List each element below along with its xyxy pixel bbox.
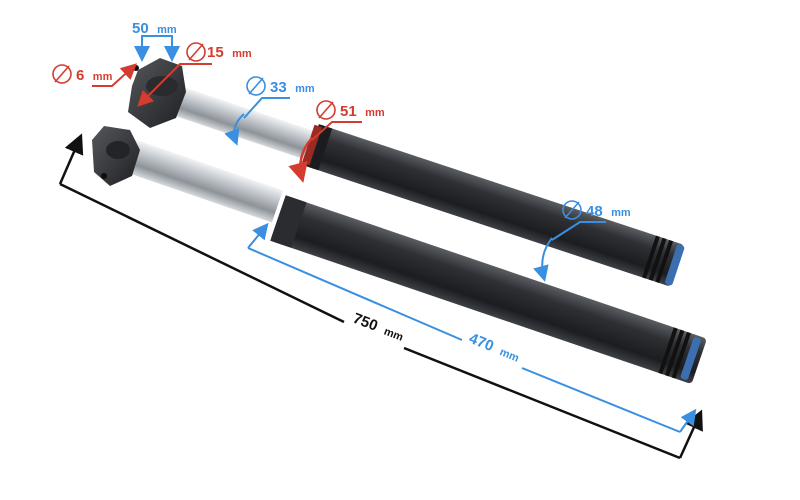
dim-stanchion-unit: mm [295, 83, 315, 95]
svg-text:33 mm: 33 mm [270, 79, 315, 96]
svg-text:470 mm: 470 mm [467, 330, 523, 366]
diameter-icon [562, 200, 582, 220]
svg-text:50 mm: 50 mm [132, 20, 177, 37]
end-cap-front [680, 337, 701, 380]
dim-clamp-hole-unit: mm [232, 48, 252, 60]
lower-leg-back [306, 125, 684, 286]
diameter-icon [246, 76, 266, 96]
dim-seal-ring-unit: mm [365, 107, 385, 119]
dim-total-length-unit: mm [382, 326, 405, 344]
dim-bolt-hole-value: 6 [76, 67, 84, 84]
svg-text:51 mm: 51 mm [340, 103, 385, 120]
diameter-icon [316, 100, 336, 120]
svg-text:750 mm: 750 mm [351, 310, 407, 345]
dim-clamp-hole-value: 15 [207, 44, 224, 61]
dim-seal-ring: 51 mm [288, 100, 385, 183]
svg-text:15 mm: 15 mm [207, 44, 252, 61]
fork-leg-back [128, 58, 685, 286]
dim-clamp-hole: 15 mm [137, 42, 252, 107]
dim-lower-leg-unit: mm [611, 207, 631, 219]
dim-slider-length: 470 mm [247, 222, 697, 433]
dim-total-length-value: 750 [351, 310, 380, 335]
dim-lower-leg: 48 mm [533, 200, 631, 282]
dim-bolt-hole: 6 mm [52, 63, 137, 87]
dim-slider-length-unit: mm [498, 346, 521, 365]
stanchion-tube-front [122, 138, 283, 223]
dim-clamp-width-value: 50 [132, 20, 149, 37]
lower-leg-front [271, 196, 706, 384]
dim-stanchion: 33 mm [224, 76, 315, 146]
dim-stanchion-value: 33 [270, 79, 287, 96]
dim-clamp-width: 50 mm [132, 20, 180, 62]
diameter-icon [186, 42, 206, 62]
svg-text:6 mm: 6 mm [76, 67, 113, 84]
dim-slider-length-value: 470 [467, 330, 497, 355]
diameter-icon [52, 64, 72, 84]
dim-clamp-width-unit: mm [157, 24, 177, 36]
top-clamp-back [128, 58, 186, 128]
fork-leg-front [92, 126, 706, 384]
svg-text:48 mm: 48 mm [586, 203, 631, 220]
dim-seal-ring-value: 51 [340, 103, 357, 120]
end-cap-back [665, 244, 685, 286]
dim-bolt-hole-unit: mm [93, 71, 113, 83]
top-clamp-front [92, 126, 140, 186]
dim-lower-leg-value: 48 [586, 203, 603, 220]
stanchion-tube-back [170, 85, 313, 159]
